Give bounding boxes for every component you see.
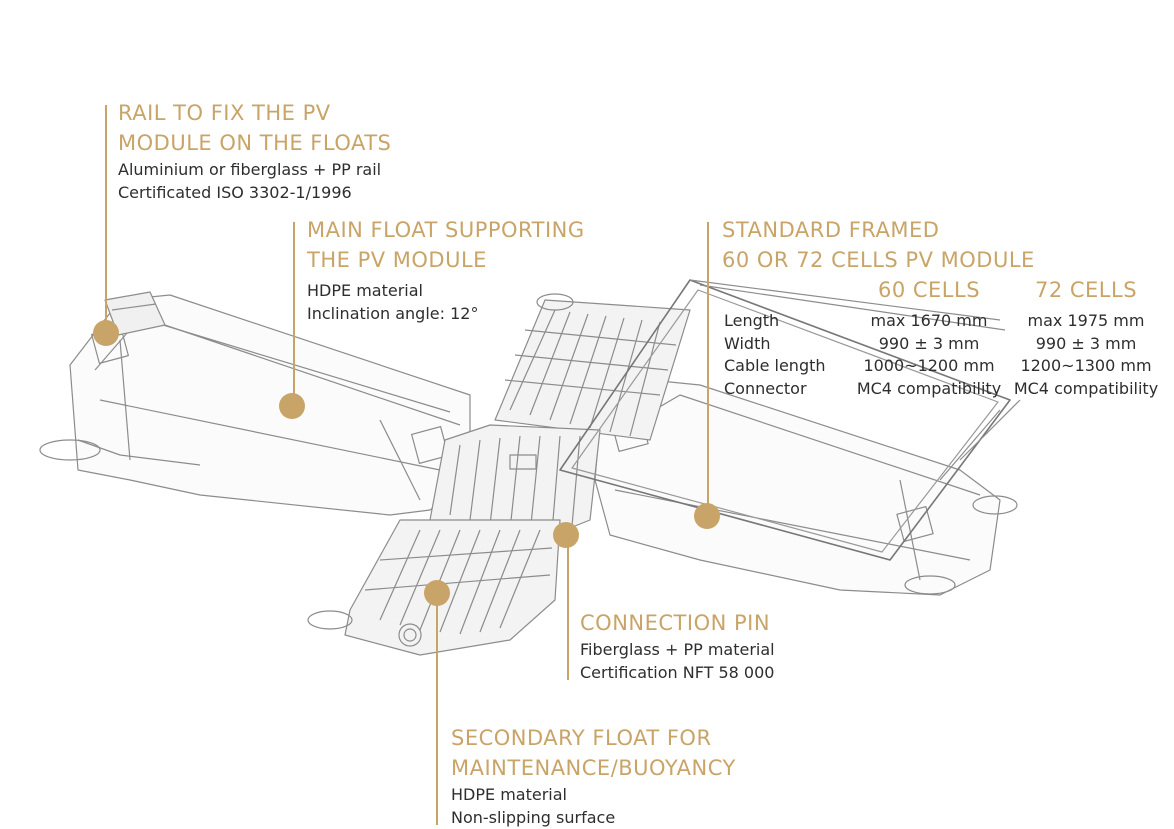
top-secondary-float [494,293,691,441]
marker-dot-secondary-float [424,580,450,606]
spec-row: Width 990 ± 3 mm 990 ± 3 mm [724,333,1163,356]
marker-dot-rail [93,320,119,346]
callout-rail: Rail to fix the PV module on the floats … [118,98,391,204]
spec-row-value-72: max 1975 mm [1027,311,1145,330]
spec-row-label: Cable length [724,356,826,375]
bottom-secondary-float [307,519,561,656]
left-main-float [39,294,471,516]
spec-table-header: 60 cells 72 cells [724,276,1163,310]
pv-module-frame [559,279,1021,561]
callout-pv-module-title-2: 60 or 72 cells PV module [722,248,1035,272]
callout-secondary-float-desc-1: HDPE material [451,785,567,804]
callout-pv-module-title-1: Standard framed [722,218,940,242]
callout-main-float-desc-1: HDPE material [307,281,423,300]
spec-row: Length max 1670 mm max 1975 mm [724,310,1163,333]
spec-row-value-60: MC4 compatibility [856,378,1002,398]
spec-row-value-60: 1000~1200 mm [863,356,995,375]
spec-row: Cable length 1000~1200 mm 1200~1300 mm [724,355,1163,378]
callout-main-float: Main float supporting the PV module HDPE… [307,215,585,325]
callout-connection-pin-desc-2: Certification NFT 58 000 [580,663,775,682]
spec-row-value-72: 990 ± 3 mm [1035,333,1137,353]
spec-row-value-72: 1200~1300 mm [1020,356,1152,375]
callout-secondary-float-desc-2: Non-slipping surface [451,808,616,827]
callout-secondary-float: Secondary float for maintenance/buoyancy… [451,723,736,829]
float-structure [39,279,1021,656]
callout-pv-module: Standard framed 60 or 72 cells PV module [722,215,1035,275]
callout-main-float-desc-2: Inclination angle: 12° [307,304,479,323]
callout-secondary-float-title-2: maintenance/buoyancy [451,756,736,780]
spec-row-label: Connector [724,378,807,398]
callout-rail-desc-1: Aluminium or fiberglass + PP rail [118,160,382,179]
spec-row-value-60: max 1670 mm [870,311,988,330]
spec-row-label: Width [724,333,771,353]
spec-row-value-60: 990 ± 3 mm [878,333,980,353]
spec-row: Connector MC4 compatibility MC4 compatib… [724,378,1163,401]
marker-dot-pv-module [694,503,720,529]
spec-column-72-cells: 72 cells [1034,278,1138,302]
spec-row-value-72: MC4 compatibility [1013,378,1159,398]
pv-module-spec-table: 60 cells 72 cells Length max 1670 mm max… [724,276,1163,400]
callout-rail-title-1: Rail to fix the PV [118,101,331,125]
marker-dot-connection-pin [553,522,579,548]
callout-main-float-title-1: Main float supporting [307,218,585,242]
callout-connection-pin-title: Connection pin [580,611,771,635]
callout-secondary-float-title-1: Secondary float for [451,726,712,750]
marker-dot-main-float [279,393,305,419]
callout-rail-desc-2: Certificated ISO 3302-1/1996 [118,183,352,202]
callout-connection-pin-desc-1: Fiberglass + PP material [580,640,775,659]
callout-rail-title-2: module on the floats [118,131,392,155]
spec-column-60-cells: 60 cells [877,278,981,302]
callout-connection-pin: Connection pin Fiberglass + PP material … [580,608,775,684]
callout-main-float-title-2: the PV module [307,248,487,272]
spec-row-label: Length [724,311,780,330]
